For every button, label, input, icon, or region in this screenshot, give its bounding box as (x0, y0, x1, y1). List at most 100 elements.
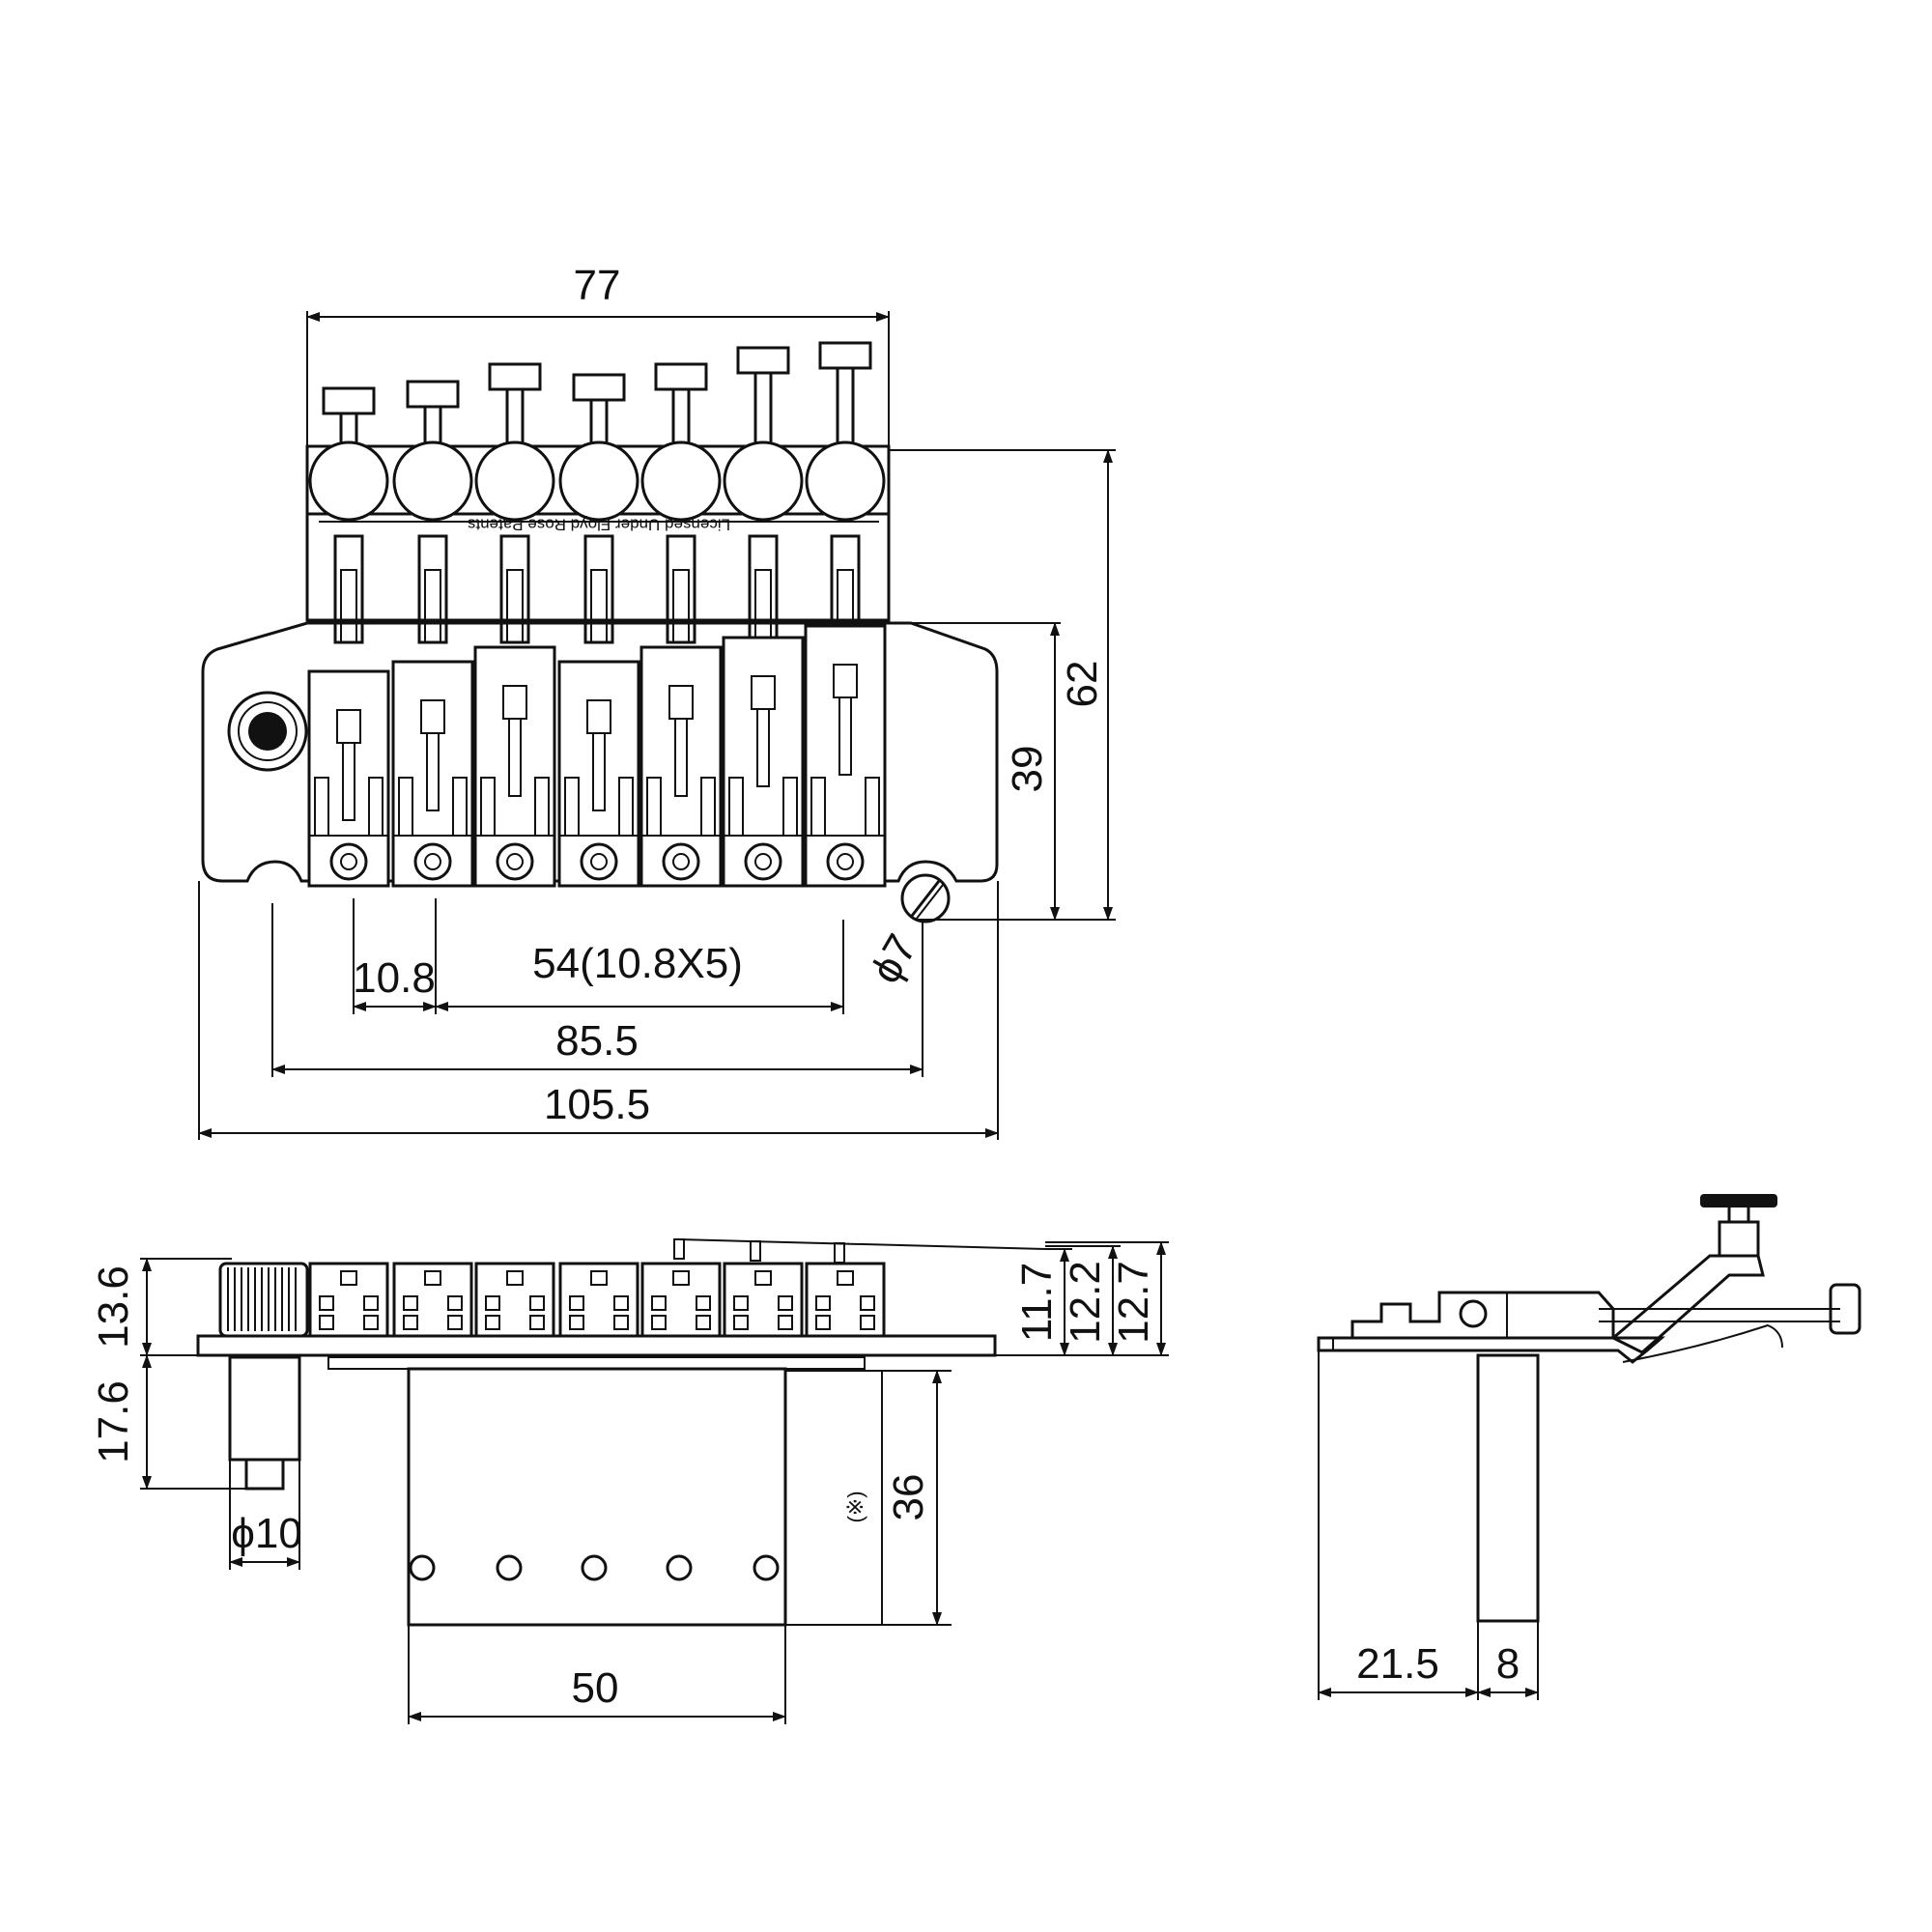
front-view: 13.6 17.6 ϕ10 11.7 12.2 12.7 36 (※) 50 (90, 1238, 1169, 1724)
saddle-body (804, 624, 887, 888)
front-saddle (308, 1262, 389, 1338)
dim-stud-diameter: ϕ10 (231, 1510, 302, 1557)
tuner-knob-cap (406, 380, 460, 409)
saddle-post-inner (424, 569, 441, 643)
front-saddle-slot-right (860, 1295, 875, 1311)
front-saddle-screw (590, 1270, 608, 1286)
saddle-screw-inner (340, 853, 357, 870)
saddle-post-inner (754, 569, 772, 643)
front-saddle-screw (837, 1270, 854, 1286)
front-saddle-screw (424, 1270, 441, 1286)
saddle-base (558, 835, 639, 887)
dim-block-depth: 36 (885, 1474, 932, 1521)
block-hole (581, 1554, 608, 1581)
tuner-knob-cap (818, 341, 872, 370)
front-saddle-slot-left2 (733, 1315, 749, 1330)
block-hole (666, 1554, 693, 1581)
clamp-circle (474, 440, 555, 522)
saddle-base (640, 835, 722, 887)
front-saddle-slot-left2 (485, 1315, 500, 1330)
front-saddle-slot-right (529, 1295, 545, 1311)
saddle-post-inner (672, 569, 690, 643)
saddle-screw (329, 842, 368, 881)
tuner-screw (505, 387, 525, 451)
front-saddle-slot-right2 (860, 1315, 875, 1330)
dim-block-width: 50 (572, 1664, 619, 1712)
saddle-post (666, 534, 696, 644)
patent-text: Licensed Under Floyd Rose Patents (468, 516, 730, 534)
base-plate (201, 621, 999, 883)
dim-block-thickness: 8 (1496, 1640, 1520, 1688)
saddle-insert (756, 708, 770, 787)
front-saddle-slot-left2 (651, 1315, 667, 1330)
front-saddle-slot-left (733, 1295, 749, 1311)
side-block (1476, 1353, 1540, 1623)
clamp-circle (723, 440, 804, 522)
dim-h2: 12.2 (1062, 1261, 1109, 1344)
front-baseplate (196, 1334, 997, 1357)
front-saddle (640, 1262, 722, 1338)
front-saddle-screw (340, 1270, 357, 1286)
tuner-knob-cap (736, 346, 790, 375)
front-saddle-slot-left (651, 1295, 667, 1311)
saddle-post (748, 534, 779, 644)
saddle-insert (674, 718, 688, 797)
front-saddle (474, 1262, 555, 1338)
clamp-circle (392, 440, 473, 522)
saddle-screw (662, 842, 700, 881)
side-baseplate (1317, 1336, 1666, 1364)
side-view: 21.5 8 (1317, 1194, 1861, 1700)
front-saddle-slot-right (363, 1295, 379, 1311)
front-saddle-slot-left (485, 1295, 500, 1311)
front-saddle (558, 1262, 639, 1338)
saddle-post (417, 534, 448, 644)
block-hole (753, 1554, 780, 1581)
clamp-circle (805, 440, 886, 522)
stud-tip (244, 1458, 285, 1491)
sustain-block (407, 1367, 787, 1627)
dim-stud-spacing: 85.5 (555, 1017, 639, 1065)
front-saddle-slot-left (403, 1295, 418, 1311)
front-saddle-slot-right2 (613, 1315, 629, 1330)
tuner-knob-cap (322, 386, 376, 415)
dim-overall-height: 62 (1059, 661, 1106, 708)
saddle-screw-inner (672, 853, 690, 870)
dim-base-height: 39 (1004, 746, 1051, 793)
front-saddle (805, 1262, 886, 1338)
tuner-screw (753, 371, 773, 451)
saddle-base (308, 835, 389, 887)
saddle-screw (580, 842, 618, 881)
block-holes (409, 1554, 780, 1581)
dim-string-spacing: 54(10.8X5) (532, 940, 743, 987)
stud-screw-right (900, 873, 951, 923)
front-saddle-slot-right (778, 1295, 793, 1311)
saddle-screw-inner (424, 853, 441, 870)
front-saddle (723, 1262, 804, 1338)
string-units (307, 341, 887, 888)
front-saddle-slot-right2 (529, 1315, 545, 1330)
front-saddle-screw (754, 1270, 772, 1286)
saddle-insert (426, 732, 440, 811)
front-saddle-slot-left (319, 1295, 334, 1311)
dim-first-spacing: 10.8 (353, 954, 436, 1002)
saddle-insert (342, 742, 355, 821)
stud-hole-left-fill (248, 712, 287, 751)
saddle-screw (744, 842, 782, 881)
dim-offset: 21.5 (1356, 1640, 1439, 1688)
saddle-screw (413, 842, 452, 881)
saddle-post-inner (590, 569, 608, 643)
saddle-insert (592, 732, 606, 811)
front-saddle-slot-right (447, 1295, 463, 1311)
saddle-screw-inner (590, 853, 608, 870)
saddle-screw-inner (837, 853, 854, 870)
saddle-post (499, 534, 530, 644)
front-saddle-slot-left (815, 1295, 831, 1311)
fine-tuner-knob (1700, 1194, 1777, 1208)
front-saddle-slot-left (569, 1295, 584, 1311)
saddle-screw-inner (506, 853, 524, 870)
front-saddle-screw (672, 1270, 690, 1286)
front-saddle-slot-right2 (696, 1315, 711, 1330)
front-saddle-slot-right2 (447, 1315, 463, 1330)
tuner-screw (836, 366, 855, 451)
